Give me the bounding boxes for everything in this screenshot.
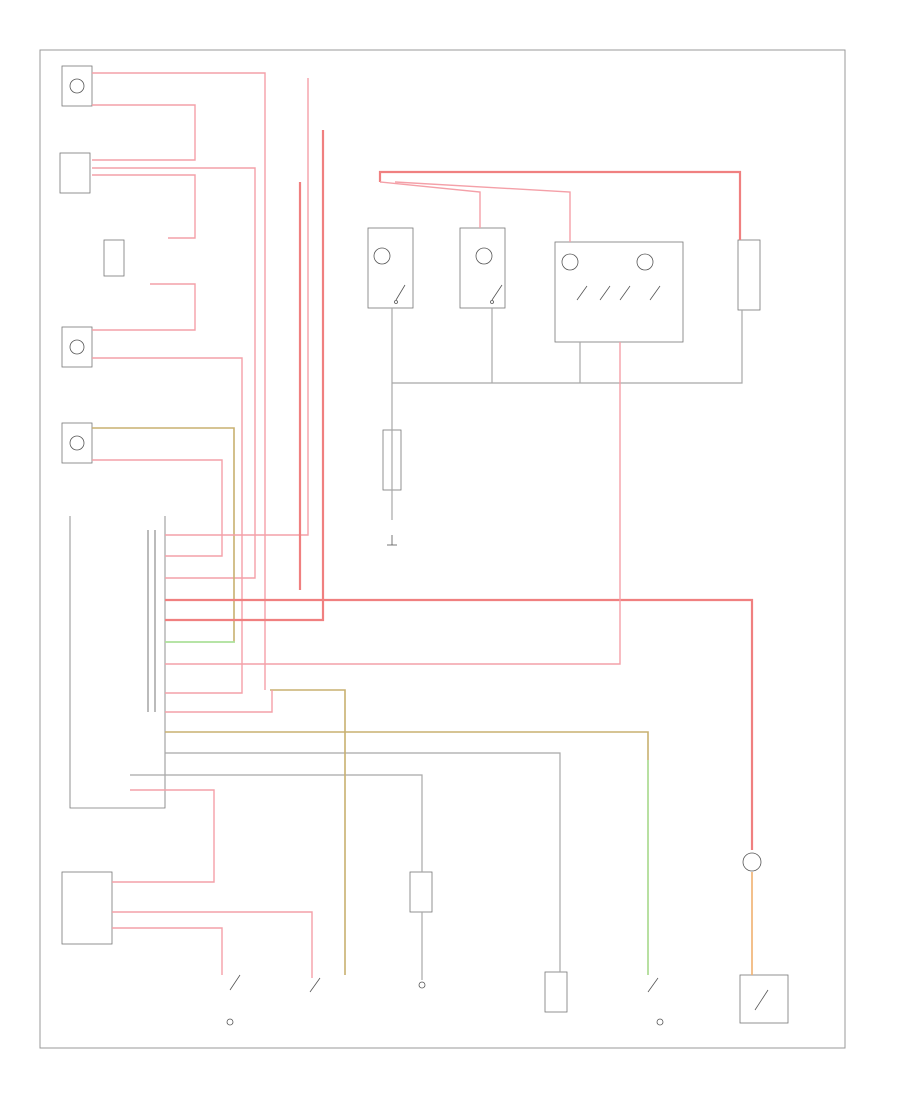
switch-icon [576, 285, 661, 301]
wire [130, 774, 423, 872]
diagram-border [39, 49, 846, 1049]
switch-icon [544, 971, 568, 1013]
lamp-icon [61, 326, 93, 368]
lamp-icon [373, 247, 391, 265]
wire [165, 690, 273, 713]
wire [92, 167, 256, 579]
wire [92, 357, 243, 694]
wire [165, 342, 621, 665]
wire [270, 689, 346, 975]
lamp-icon [742, 852, 762, 872]
switch-icon [226, 974, 241, 1026]
wire [165, 731, 649, 975]
connector-icon [59, 152, 91, 194]
wire [394, 181, 571, 242]
connector-icon [409, 871, 433, 913]
ground-icon [387, 535, 397, 546]
switch-icon [394, 284, 406, 304]
wire [92, 72, 266, 690]
wire [92, 174, 196, 239]
connector-icon [69, 516, 166, 809]
switch-icon [309, 977, 321, 993]
lamp-icon [475, 247, 493, 265]
wire [392, 310, 743, 384]
wire [112, 911, 313, 978]
wire [112, 927, 223, 975]
wire [92, 283, 196, 331]
wire [92, 459, 223, 557]
switch-icon [647, 977, 664, 1026]
wire [379, 181, 481, 228]
switch-icon [490, 284, 503, 304]
lamp-icon [61, 65, 93, 107]
switch-icon [103, 239, 125, 277]
wire [165, 752, 561, 972]
wire [92, 104, 196, 161]
wire [165, 598, 754, 850]
lamp-icon [561, 253, 579, 271]
wire [165, 78, 309, 536]
ground-icon [418, 981, 426, 989]
wire [378, 170, 742, 240]
connector-icon [61, 871, 113, 945]
wire [112, 789, 215, 883]
lamp-icon [636, 253, 654, 271]
switch-icon [739, 974, 789, 1024]
lamp-icon [61, 422, 93, 464]
wire [165, 130, 325, 622]
